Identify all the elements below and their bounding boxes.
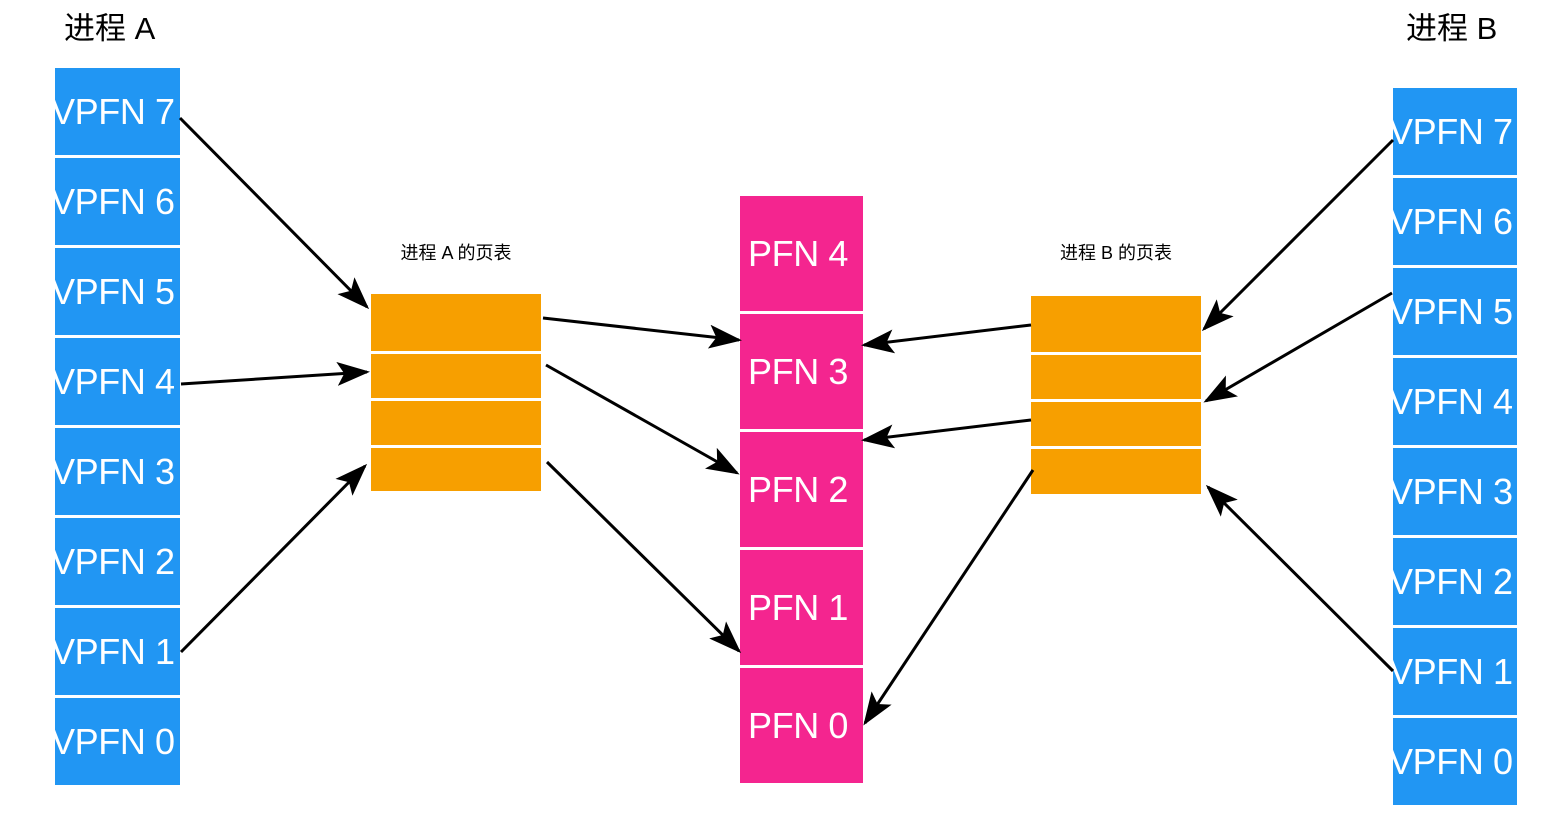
process-a-title: 进程 A [64,11,156,46]
virtual-page-cell: VPFN 4 [51,338,180,425]
arrow-a-vpfn7-to-pagetable [178,116,370,310]
virtual-page-cell: VPFN 1 [51,608,180,695]
physical-frame-label: PFN 2 [748,468,849,510]
page-table-b [1031,296,1201,494]
virtual-page-label: VPFN 1 [1389,650,1513,692]
process-b-virtual-memory-column: VPFN 7 VPFN 6 VPFN 5 VPFN 4 VPFN 3 VPFN 2 VPFN… [1389,88,1517,805]
physical-frame-cell: PFN 1 [740,550,863,665]
virtual-page-label: VPFN 2 [51,540,175,582]
page-table-entry-cell [1031,402,1201,446]
physical-frame-cell: PFN 3 [740,314,863,429]
page-table-entry-cell [1031,296,1201,352]
physical-frame-label: PFN 1 [748,586,849,628]
arrow-pagetable-a-to-pfn3 [542,316,742,349]
virtual-page-cell: VPFN 6 [51,158,180,245]
virtual-page-cell: VPFN 5 [51,248,180,335]
virtual-page-label: VPFN 0 [1389,740,1513,782]
physical-frame-label: PFN 0 [748,704,849,746]
virtual-page-cell: VPFN 3 [51,428,180,515]
virtual-page-cell: VPFN 5 [1389,268,1517,355]
virtual-page-label: VPFN 7 [1389,110,1513,152]
physical-frame-cell: PFN 0 [740,668,863,783]
arrow-a-vpfn1-to-pagetable [179,463,368,654]
virtual-page-label: VPFN 7 [51,90,175,132]
virtual-page-label: VPFN 3 [51,450,175,492]
arrow-b-vpfn5-to-pagetable [1203,291,1393,403]
virtual-page-cell: VPFN 6 [1389,178,1517,265]
virtual-page-cell: VPFN 2 [51,518,180,605]
virtual-page-label: VPFN 3 [1389,470,1513,512]
virtual-page-cell: VPFN 4 [1389,358,1517,445]
virtual-page-cell: VPFN 3 [1389,448,1517,535]
page-table-entry-cell [371,354,541,398]
arrow-pagetable-a-to-pfn1 [545,460,742,654]
physical-frame-label: PFN 3 [748,350,849,392]
virtual-page-label: VPFN 5 [51,270,175,312]
physical-frame-cell: PFN 2 [740,432,863,547]
virtual-page-label: VPFN 2 [1389,560,1513,602]
page-table-a [371,294,541,491]
virtual-page-cell: VPFN 7 [51,68,180,155]
virtual-page-label: VPFN 4 [1389,380,1513,422]
process-b-title: 进程 B [1406,11,1498,46]
arrow-pagetable-a-to-pfn2 [545,363,740,475]
page-table-entry-cell [371,294,541,351]
virtual-page-label: VPFN 1 [51,630,175,672]
page-table-entry-cell [371,401,541,445]
virtual-page-cell: VPFN 0 [1389,718,1517,805]
arrow-a-vpfn4-to-pagetable [180,361,370,386]
virtual-page-label: VPFN 0 [51,720,175,762]
virtual-page-cell: VPFN 7 [1389,88,1517,175]
process-a-virtual-memory-column: VPFN 7 VPFN 6 VPFN 5 VPFN 4 VPFN 3 VPFN 2 VPFN… [51,68,180,785]
page-table-a-caption: 进程 A 的页表 [400,243,512,263]
physical-frame-label: PFN 4 [748,232,849,274]
virtual-page-label: VPFN 6 [1389,200,1513,242]
arrow-b-vpfn1-to-pagetable [1205,484,1395,673]
arrow-pagetable-b-to-pfn0 [863,469,1035,726]
physical-frame-cell: PFN 4 [740,196,863,311]
virtual-page-cell: VPFN 2 [1389,538,1517,625]
virtual-page-label: VPFN 5 [1389,290,1513,332]
page-table-entry-cell [1031,355,1201,399]
virtual-page-cell: VPFN 1 [1389,628,1517,715]
physical-memory-column: PFN 4 PFN 3 PFN 2 PFN 1 PFN 0 [740,196,863,783]
page-table-b-caption: 进程 B 的页表 [1059,243,1172,263]
arrow-pagetable-b-to-pfn3 [861,323,1032,354]
virtual-page-label: VPFN 6 [51,180,175,222]
page-table-entry-cell [371,448,541,491]
virtual-page-cell: VPFN 0 [51,698,180,785]
virtual-page-label: VPFN 4 [51,360,175,402]
page-table-entry-cell [1031,449,1201,494]
arrow-b-vpfn7-to-pagetable [1201,138,1395,332]
arrow-pagetable-b-to-pfn2 [861,418,1032,449]
